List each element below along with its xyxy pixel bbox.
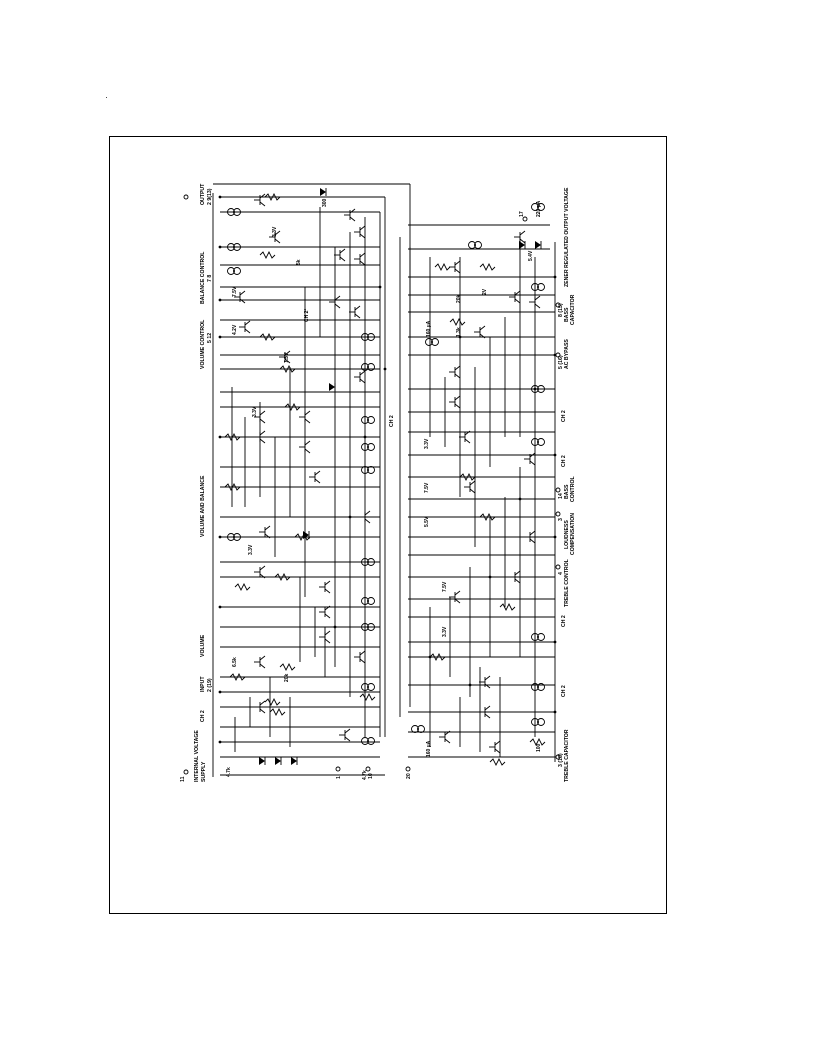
label-supply-pin: 11 — [180, 776, 186, 782]
pin-terminals — [183, 194, 561, 775]
label-treble-cap-pin: 3 (18) — [558, 753, 564, 767]
label-ch2-lower-2: CH 2 — [561, 455, 567, 467]
label-loudness-2: COMPENSATION — [570, 513, 576, 555]
label-input: INPUT — [200, 676, 206, 692]
label-balance-control: BALANCE CONTROL — [200, 251, 206, 304]
label-treble-capacitor: TREBLE CAPACITOR — [564, 729, 570, 782]
label-internal-supply: INTERNAL VOLTAGE — [194, 730, 200, 782]
value-r65k: 6.5k — [232, 657, 238, 667]
label-bass-cap-pin: 8 (15) — [558, 303, 564, 317]
label-ac-bypass-pin: 5 (16) — [558, 355, 564, 369]
value-v33e: 3.3V — [442, 626, 448, 637]
value-v2: 2V — [482, 288, 488, 295]
value-v33a: 3.3V — [272, 226, 278, 237]
value-i220: 220 µA — [536, 200, 542, 217]
value-v33c: 3.3V — [248, 544, 254, 555]
label-balance-pin: 7 8 — [207, 275, 213, 282]
label-volume-and-balance: VOLUME AND BALANCE — [200, 475, 206, 537]
component-values: 300 3.3V 5k 7.5V CH 2* 4.2V 7.5V 3.3V 3.… — [226, 198, 542, 780]
label-output: OUTPUT — [200, 183, 206, 205]
resistors — [224, 192, 546, 767]
label-treble-control-pin: 4 — [558, 572, 564, 575]
label-internal-supply-2: SUPPLY — [201, 761, 207, 782]
label-treble-control: TREBLE CONTROL — [564, 558, 570, 607]
label-ch2-lower-3: CH 2 — [561, 615, 567, 627]
value-i160b: 160 µA — [426, 740, 432, 757]
label-bass-control-2: CONTROL — [570, 476, 576, 502]
label-ch2-upper: CH 2 — [389, 415, 395, 427]
value-v75d: 7.5V — [442, 581, 448, 592]
value-v42: 4.2V — [232, 324, 238, 335]
scan-speck — [106, 97, 107, 98]
current-sources — [227, 203, 545, 745]
transistor-array — [234, 193, 541, 754]
value-ch2star: CH 2* — [304, 309, 310, 322]
label-ac-bypass: AC BYPASS — [564, 339, 570, 369]
value-r100: 100 — [536, 743, 542, 752]
value-v75c: 7.5V — [424, 482, 430, 493]
wiring-lower — [408, 224, 556, 762]
value-r300: 300 — [322, 198, 328, 207]
labels-lower: ZENER REGULATED OUTPUT VOLTAGE 17 8 (15)… — [519, 187, 576, 782]
label-input-pin: 2 (19) — [207, 678, 213, 692]
diodes — [259, 188, 542, 765]
junction-dots — [218, 195, 557, 744]
value-r20k-b: 20k — [456, 294, 462, 303]
value-i160: 160 µA — [426, 320, 432, 337]
value-r20k: 20k — [284, 673, 290, 682]
label-pin-1: 1 — [336, 776, 342, 779]
circuit-schematic: OUTPUT 2 9(13) BALANCE CONTROL 7 8 VOLUM… — [180, 183, 576, 782]
value-v75b: 7.5V — [284, 352, 290, 363]
value-v55: 5.5V — [424, 516, 430, 527]
label-pin-20: 20 — [406, 773, 412, 779]
label-ch2-input: CH 2 — [200, 710, 206, 722]
label-ch2-lower-1: CH 2 — [561, 410, 567, 422]
label-loudness-pin: 3 — [558, 518, 564, 521]
value-v33b: 3.3V — [252, 406, 258, 417]
value-r47k-b: 4.7k — [362, 770, 368, 780]
label-volume-control: VOLUME CONTROL — [200, 319, 206, 369]
value-v75a: 7.5V — [232, 286, 238, 297]
label-pin-17: 17 — [519, 211, 525, 217]
label-volume-control-pin: 5 12 — [207, 333, 213, 343]
value-r47k-a: 4.7k — [226, 767, 232, 777]
wiring-upper — [212, 183, 411, 777]
value-r5k: 5k — [296, 259, 302, 265]
label-loudness: LOUDNESS — [564, 520, 570, 549]
schematic-frame: OUTPUT 2 9(13) BALANCE CONTROL 7 8 VOLUM… — [109, 136, 667, 914]
label-bass-capacitor: BASS — [564, 307, 570, 322]
value-v33d: 3.3V — [424, 438, 430, 449]
value-r13k: 1.3k — [456, 327, 462, 337]
label-bass-capacitor-2: CAPACITOR — [570, 294, 576, 325]
label-ch2-lower-4: CH 2 — [561, 685, 567, 697]
label-volume: VOLUME — [200, 634, 206, 657]
label-bass-control-pin: 14 — [558, 493, 564, 499]
value-v54: 5.4V — [528, 250, 534, 261]
label-bass-control: BASS — [564, 484, 570, 499]
labels-upper: OUTPUT 2 9(13) BALANCE CONTROL 7 8 VOLUM… — [180, 183, 412, 782]
label-zener: ZENER REGULATED OUTPUT VOLTAGE — [564, 187, 570, 287]
label-output-pin: 2 9(13) — [207, 188, 213, 205]
label-pin-10: 10 — [368, 773, 374, 779]
